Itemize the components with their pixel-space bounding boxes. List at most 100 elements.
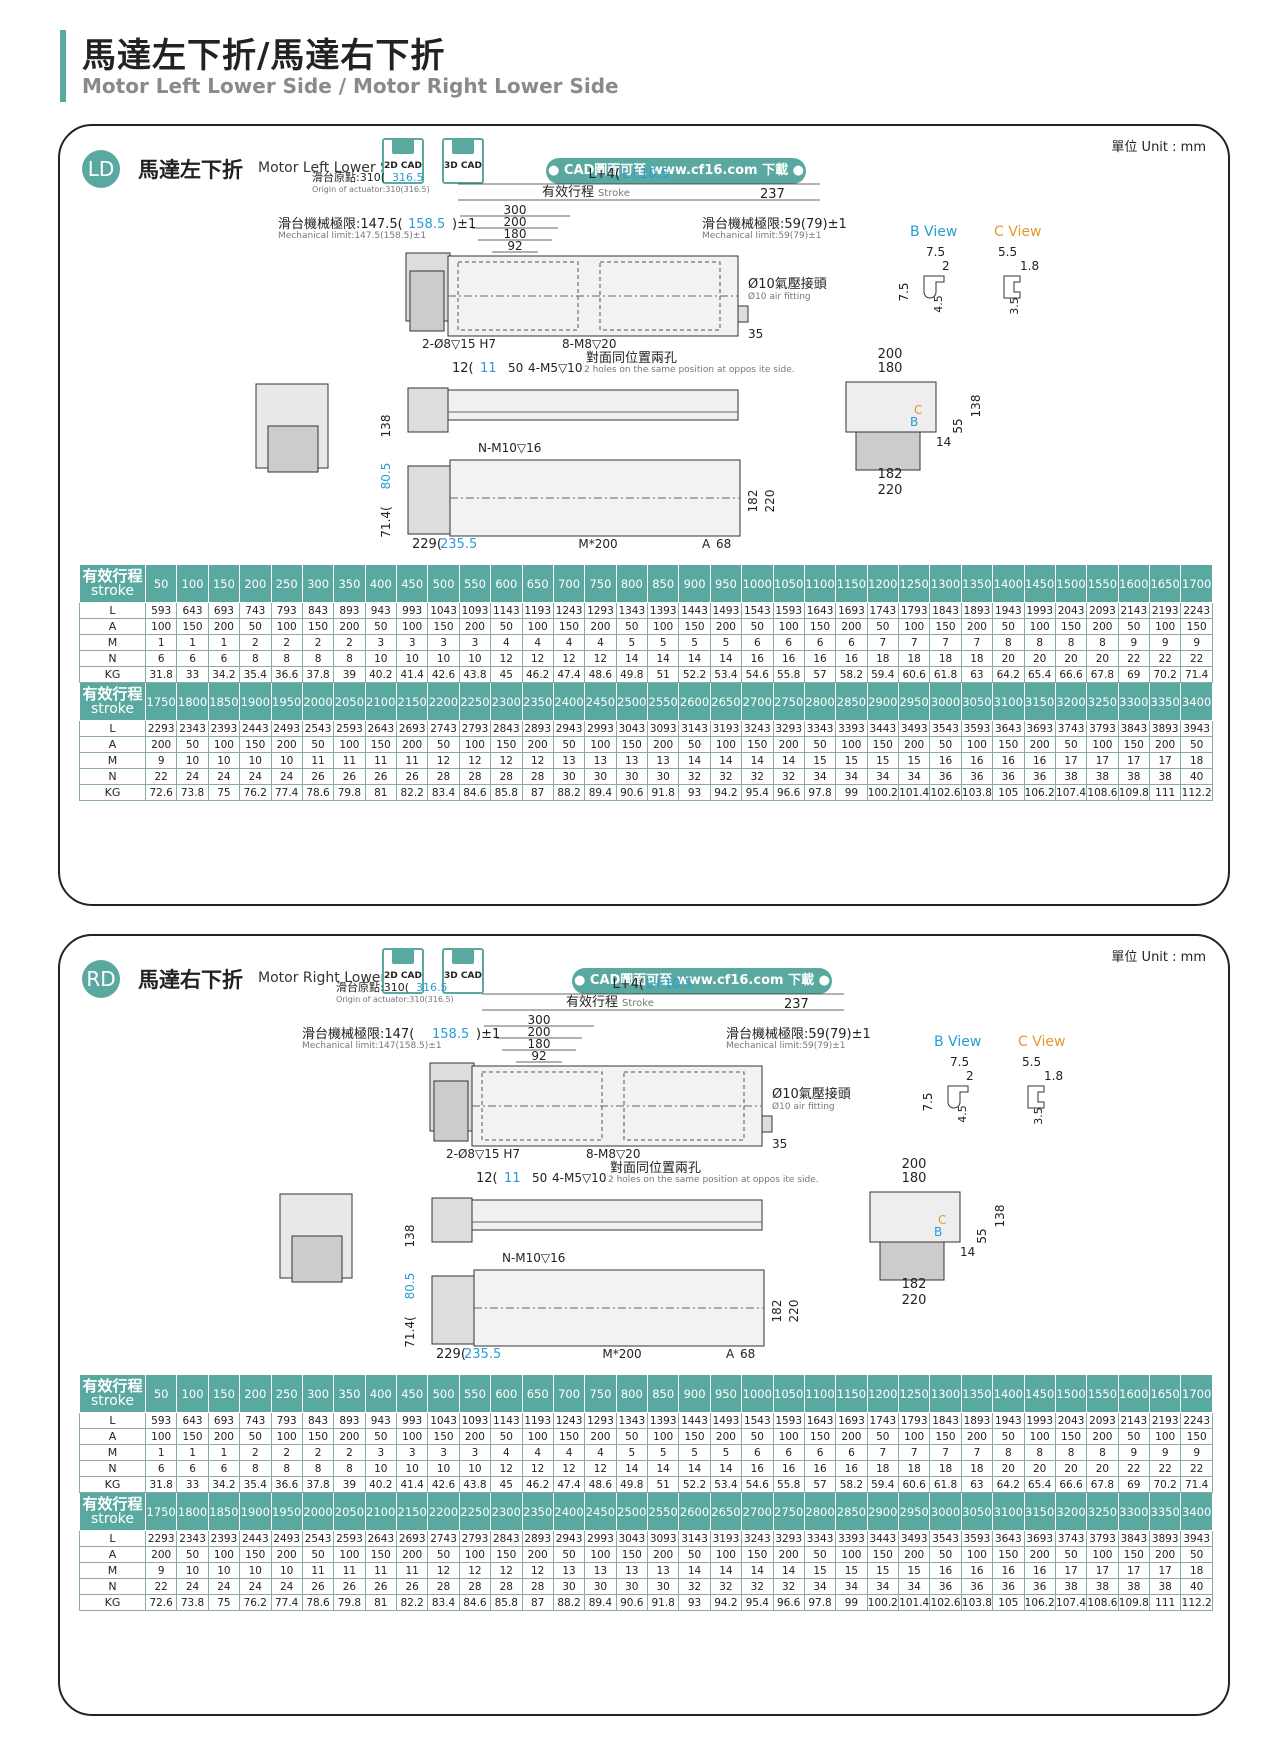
table-cell: 6: [803, 1444, 837, 1461]
table-cell: 91.8: [646, 1594, 680, 1611]
table-cell: 3: [427, 1444, 460, 1461]
table-cell: 101.4: [897, 784, 931, 801]
table-cell: 36: [1023, 768, 1056, 785]
table-cell: 34: [897, 768, 931, 785]
table-cell: 12: [427, 1562, 460, 1579]
end-dim-55: 55: [951, 418, 965, 433]
table-cell: 2: [333, 1444, 366, 1461]
table-cell: 50: [1117, 1428, 1151, 1445]
stroke-label-zh: 有效行程: [82, 1494, 143, 1513]
table-cell: 1793: [897, 1412, 931, 1429]
dim-300: 300: [504, 203, 527, 217]
table-cell: 1: [144, 1444, 178, 1461]
cad-3d-icon[interactable]: 3D CAD: [442, 948, 484, 994]
table-cell: 34: [866, 1578, 900, 1595]
mech-limit-right-en: Mechanical limit:59(79)±1: [726, 1041, 846, 1051]
stroke-value: 1050: [772, 1374, 805, 1413]
table-cell: 2: [239, 1444, 272, 1461]
stroke-value: 50: [144, 564, 178, 603]
table-cell: 50: [1117, 618, 1151, 635]
stroke-value: 3100: [992, 682, 1025, 721]
table-cell: 69: [1117, 1476, 1151, 1493]
stroke-value: 1250: [897, 1374, 931, 1413]
table-cell: 8: [239, 650, 272, 667]
table-cell: 200: [333, 618, 366, 635]
table-cell: 1943: [992, 602, 1025, 619]
table-cell: 28: [521, 768, 554, 785]
stroke-value: 3000: [929, 1492, 962, 1531]
table-cell: 12: [552, 1460, 586, 1477]
table-cell: 2493: [270, 1530, 303, 1547]
table-cell: 150: [239, 736, 272, 753]
table-cell: 2393: [207, 1530, 241, 1547]
table-cell: 50: [176, 1546, 209, 1563]
table-cell: 200: [458, 1428, 492, 1445]
table-cell: 28: [490, 1578, 523, 1595]
table-cell: 2543: [301, 1530, 335, 1547]
table-cell: 643: [176, 1412, 209, 1429]
table-cell: 7: [897, 634, 931, 651]
stroke-value: 3400: [1180, 1492, 1213, 1531]
table-cell: 100: [1148, 618, 1182, 635]
table-cell: 38: [1086, 1578, 1119, 1595]
table-cell: 26: [395, 1578, 429, 1595]
cad-download-link[interactable]: ● CAD圖面可至 www.cf16.com 下載 ●: [546, 158, 806, 184]
table-cell: 2943: [552, 1530, 586, 1547]
table-cell: 2093: [1086, 602, 1119, 619]
cad-download-link[interactable]: ● CAD圖面可至 www.cf16.com 下載 ●: [572, 968, 832, 994]
table-cell: 90.6: [615, 784, 649, 801]
stroke-value: 2400: [552, 682, 586, 721]
m10-spec: N-M10▽16: [478, 441, 541, 455]
c-dim-3-5: 3.5: [1032, 1107, 1045, 1125]
table-cell: 17: [1086, 752, 1119, 769]
table-cell: 150: [239, 1546, 272, 1563]
table-cell: 50: [678, 736, 711, 753]
stroke-value: 1850: [207, 1492, 241, 1531]
table-cell: 77.4: [270, 1594, 303, 1611]
stroke-value: 1450: [1023, 564, 1056, 603]
table-cell: 40: [1180, 1578, 1213, 1595]
dim-12-value: 11: [480, 361, 497, 376]
stroke-value: 800: [615, 1374, 649, 1413]
stroke-value: 2650: [709, 1492, 743, 1531]
row-label: L: [79, 1412, 146, 1429]
table-cell: 72.6: [144, 1594, 178, 1611]
stroke-value: 2350: [521, 682, 554, 721]
table-cell: 2: [301, 634, 335, 651]
table-cell: 200: [458, 618, 492, 635]
cad-2d-icon[interactable]: 2D CAD: [382, 948, 424, 994]
table-cell: 150: [552, 618, 586, 635]
table-cell: 100: [772, 1428, 805, 1445]
table-cell: 6: [772, 1444, 805, 1461]
table-cell: 6: [176, 650, 209, 667]
table-cell: 57: [803, 666, 837, 683]
table-cell: 100: [521, 1428, 554, 1445]
table-cell: 100: [395, 1428, 429, 1445]
table-cell: 1493: [709, 1412, 743, 1429]
table-cell: 34: [835, 1578, 868, 1595]
b-view-title: B View: [910, 224, 957, 240]
dim-71-4-value: 80.5: [403, 1273, 417, 1300]
total-length-label: L+4(: [589, 167, 620, 182]
table-cell: 101.4: [897, 1594, 931, 1611]
stroke-label-en: Stroke: [622, 998, 654, 1009]
table-cell: 22: [1180, 650, 1213, 667]
table-cell: 34: [835, 768, 868, 785]
dim-71-4-value: 80.5: [379, 463, 393, 490]
table-cell: 82.2: [395, 1594, 429, 1611]
stroke-value: 3200: [1054, 682, 1088, 721]
cad-2d-icon[interactable]: 2D CAD: [382, 138, 424, 184]
table-cell: 37.8: [301, 666, 335, 683]
table-cell: 3143: [678, 1530, 711, 1547]
table-cell: 200: [333, 1428, 366, 1445]
stroke-value: 2450: [584, 682, 617, 721]
cad-3d-icon[interactable]: 3D CAD: [442, 138, 484, 184]
table-cell: 14: [646, 1460, 680, 1477]
stroke-value: 3350: [1148, 682, 1182, 721]
table-cell: 18: [897, 650, 931, 667]
table-cell: 87: [521, 1594, 554, 1611]
table-cell: 81: [364, 1594, 398, 1611]
dim-m200: M*200: [578, 537, 617, 551]
table-cell: 7: [929, 634, 962, 651]
